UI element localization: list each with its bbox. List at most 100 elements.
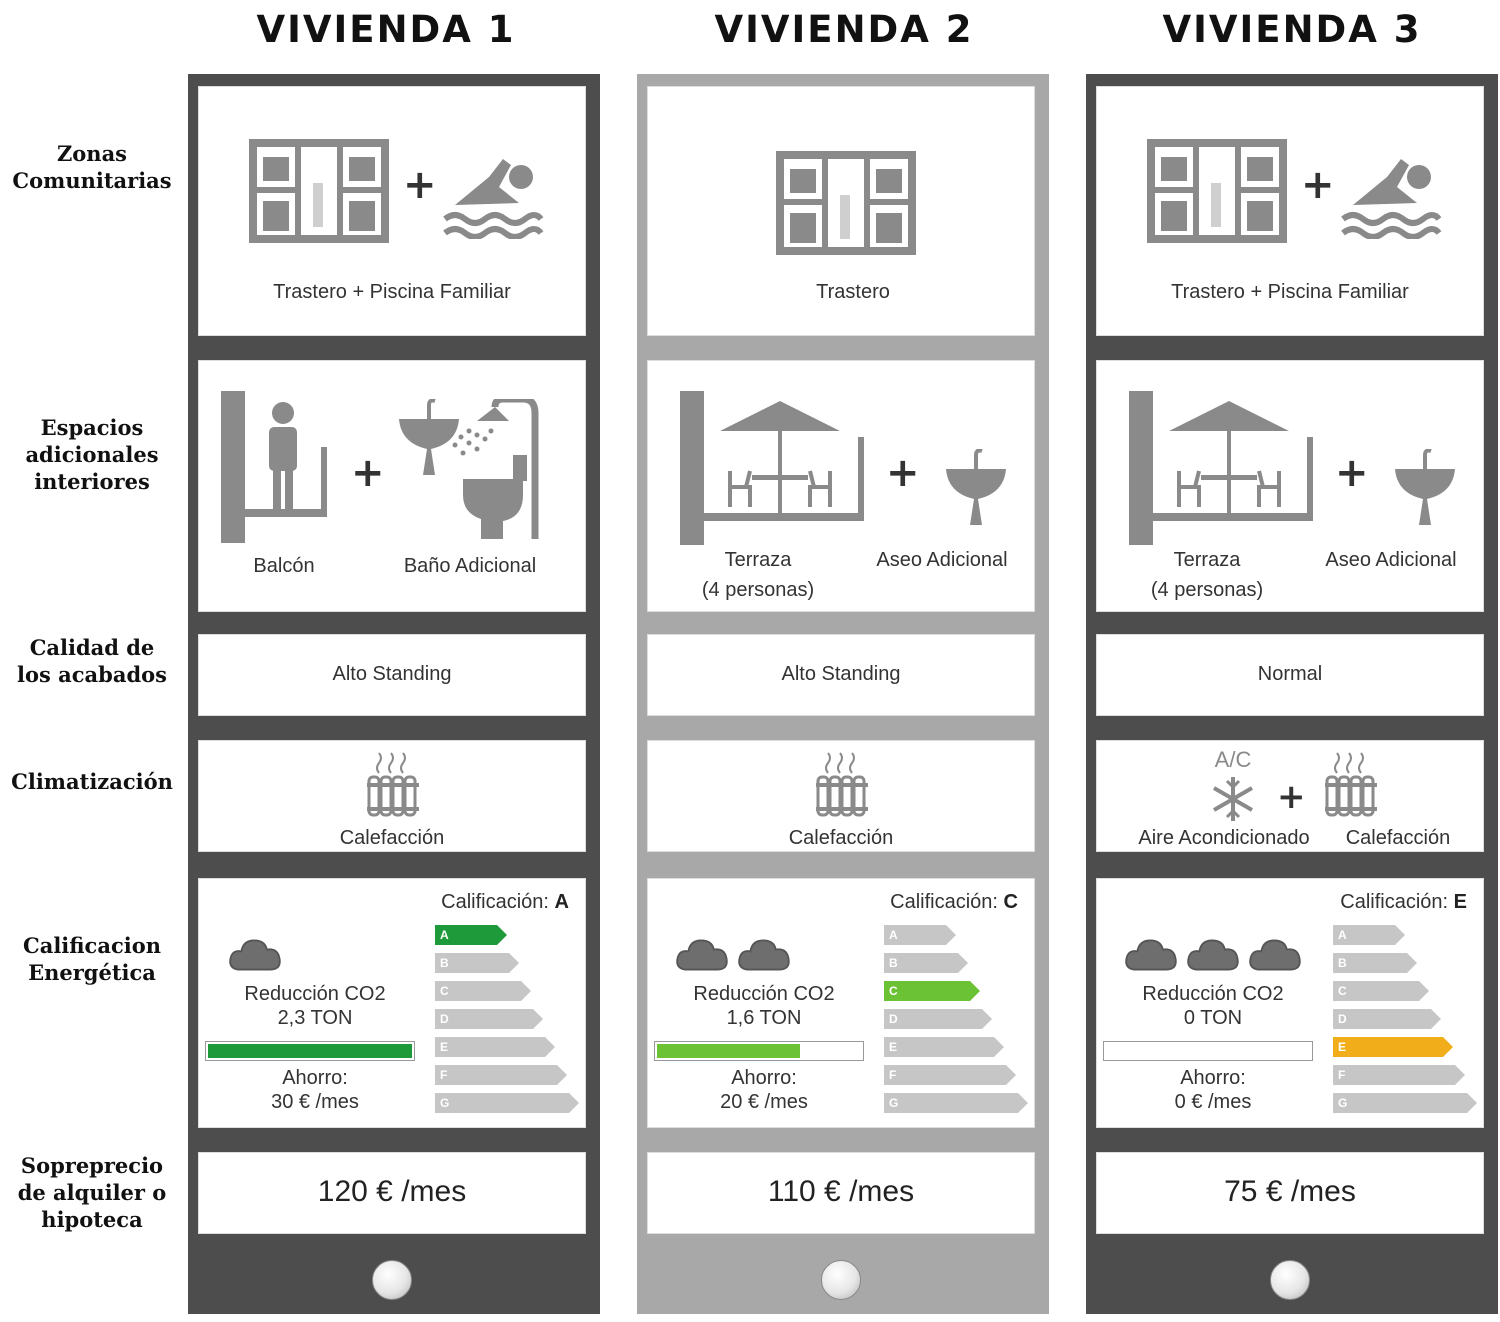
co2-progress-bar	[1103, 1041, 1313, 1061]
calidad-value: Alto Standing	[781, 663, 901, 685]
espacios-cell: + Terraza (4 personas) Aseo Adicional	[647, 360, 1035, 612]
energy-bar-e: E	[1333, 1037, 1453, 1057]
row-label-line: Energética	[28, 960, 156, 985]
row-label-line: los acabados	[17, 662, 167, 687]
zonas-caption: Trastero + Piscina Familiar	[273, 281, 511, 303]
ahorro-value: 0 € /mes	[1174, 1091, 1252, 1113]
row-label-line: de alquiler o	[17, 1180, 167, 1205]
vivienda-2-card: Trastero + Terraza (4 personas) Aseo Adi…	[637, 74, 1049, 1314]
sink-icon	[1395, 449, 1457, 527]
row-label-zonas: Zonas Comunitarias	[0, 140, 184, 194]
storage-icon	[249, 139, 389, 243]
select-vivienda-1-radio[interactable]	[372, 1260, 412, 1300]
energia-cell: Calificación: E Reducción CO2 0 TON Ahor…	[1096, 878, 1484, 1128]
row-label-line: Comunitarias	[12, 168, 172, 193]
rating-prefix: Calificación:	[1340, 891, 1449, 913]
energy-bar-d: D	[1333, 1009, 1441, 1029]
clima-caption: Calefacción	[1345, 827, 1451, 849]
co2-value: 1,6 TON	[726, 1007, 802, 1029]
bathroom-icon	[399, 399, 541, 541]
storage-icon	[776, 151, 916, 255]
energy-bar-f: F	[884, 1065, 1016, 1085]
row-label-precio: Sopreprecio de alquiler o hipoteca	[0, 1152, 184, 1233]
energy-bar-b: B	[1333, 953, 1417, 973]
energy-bar-g: G	[884, 1093, 1028, 1113]
energy-bar-d: D	[884, 1009, 992, 1029]
co2-progress-fill	[208, 1044, 412, 1058]
plus-icon: +	[1277, 777, 1306, 817]
espacio-a-subcaption: (4 personas)	[701, 579, 815, 601]
price-cell: 120 € /mes	[198, 1152, 586, 1234]
zonas-caption: Trastero + Piscina Familiar	[1171, 281, 1409, 303]
zonas-cell: + Trastero + Piscina Familiar	[1096, 86, 1484, 336]
zonas-cell: + Trastero + Piscina Familiar	[198, 86, 586, 336]
clima-cell: Calefacción	[198, 740, 586, 852]
co2-label: Reducción CO2	[1142, 983, 1284, 1005]
clima-cell: A/C + Aire Acondicionado Calefacción	[1096, 740, 1484, 852]
espacio-b-caption: Aseo Adicional	[876, 549, 1008, 571]
espacio-a-caption: Terraza	[1173, 549, 1241, 571]
column-title-2: VIVIENDA 2	[714, 8, 974, 51]
terrace-icon	[1129, 391, 1315, 547]
espacio-b-caption: Aseo Adicional	[1325, 549, 1457, 571]
radiator-icon	[367, 751, 421, 817]
zonas-caption: Trastero	[816, 281, 890, 303]
row-label-line: interiores	[34, 469, 150, 494]
row-label-line: Sopreprecio	[20, 1153, 164, 1178]
espacios-cell: + Terraza (4 personas) Aseo Adicional	[1096, 360, 1484, 612]
energy-bar-f: F	[435, 1065, 567, 1085]
plus-icon: +	[403, 162, 437, 208]
energy-bar-e: E	[884, 1037, 1004, 1057]
select-vivienda-2-radio[interactable]	[821, 1260, 861, 1300]
row-label-line: Zonas	[56, 141, 128, 166]
espacios-cell: + Balcón Baño Adicional	[198, 360, 586, 612]
cloud-icon	[676, 939, 728, 971]
plus-icon: +	[351, 450, 385, 496]
rating-prefix: Calificación:	[441, 891, 549, 913]
ahorro-label: Ahorro:	[282, 1067, 348, 1089]
energy-bar-f: F	[1333, 1065, 1465, 1085]
vivienda-1-card: + Trastero + Piscina Familiar + Balcón B…	[188, 74, 600, 1314]
rating-title: Calificación: A	[441, 891, 569, 914]
radiator-icon	[1325, 751, 1379, 817]
energy-bar-c: C	[435, 981, 531, 1001]
column-title-1: VIVIENDA 1	[256, 8, 516, 51]
price-value: 120 € /mes	[317, 1175, 467, 1208]
co2-label: Reducción CO2	[693, 983, 835, 1005]
clima-caption: Calefacción	[788, 827, 894, 849]
cloud-icon	[1187, 939, 1239, 971]
espacio-a-subcaption: (4 personas)	[1150, 579, 1264, 601]
co2-progress-bar	[654, 1041, 864, 1061]
sink-icon	[946, 449, 1008, 527]
row-label-line: Climatización	[11, 769, 173, 794]
cloud-icon	[1125, 939, 1177, 971]
cloud-icon	[229, 939, 281, 971]
energy-bar-a: A	[884, 925, 956, 945]
column-title-3: VIVIENDA 3	[1162, 8, 1422, 51]
swimming-pool-icon	[1339, 147, 1443, 239]
row-label-line: Espacios	[40, 415, 144, 440]
row-label-clima: Climatización	[0, 768, 184, 795]
rating-letter: A	[554, 891, 569, 913]
ahorro-value: 20 € /mes	[720, 1091, 808, 1113]
select-vivienda-3-radio[interactable]	[1270, 1260, 1310, 1300]
energy-bar-g: G	[1333, 1093, 1477, 1113]
clima-caption: Calefacción	[339, 827, 445, 849]
row-label-line: Calidad de	[29, 635, 155, 660]
calidad-cell: Alto Standing	[198, 634, 586, 716]
energia-cell: Calificación: A Reducción CO2 2,3 TON Ah…	[198, 878, 586, 1128]
row-label-line: hipoteca	[41, 1207, 143, 1232]
calidad-value: Normal	[1257, 663, 1323, 685]
rating-prefix: Calificación:	[890, 891, 998, 913]
clima-cell: Calefacción	[647, 740, 1035, 852]
terrace-icon	[680, 391, 866, 547]
co2-label: Reducción CO2	[244, 983, 386, 1005]
price-cell: 75 € /mes	[1096, 1152, 1484, 1234]
rating-letter: E	[1453, 891, 1467, 913]
row-label-espacios: Espacios adicionales interiores	[0, 414, 184, 495]
espacio-b-caption: Baño Adicional	[403, 555, 537, 577]
vivienda-3-card: + Trastero + Piscina Familiar + Terraza …	[1086, 74, 1498, 1314]
plus-icon: +	[1335, 450, 1369, 496]
